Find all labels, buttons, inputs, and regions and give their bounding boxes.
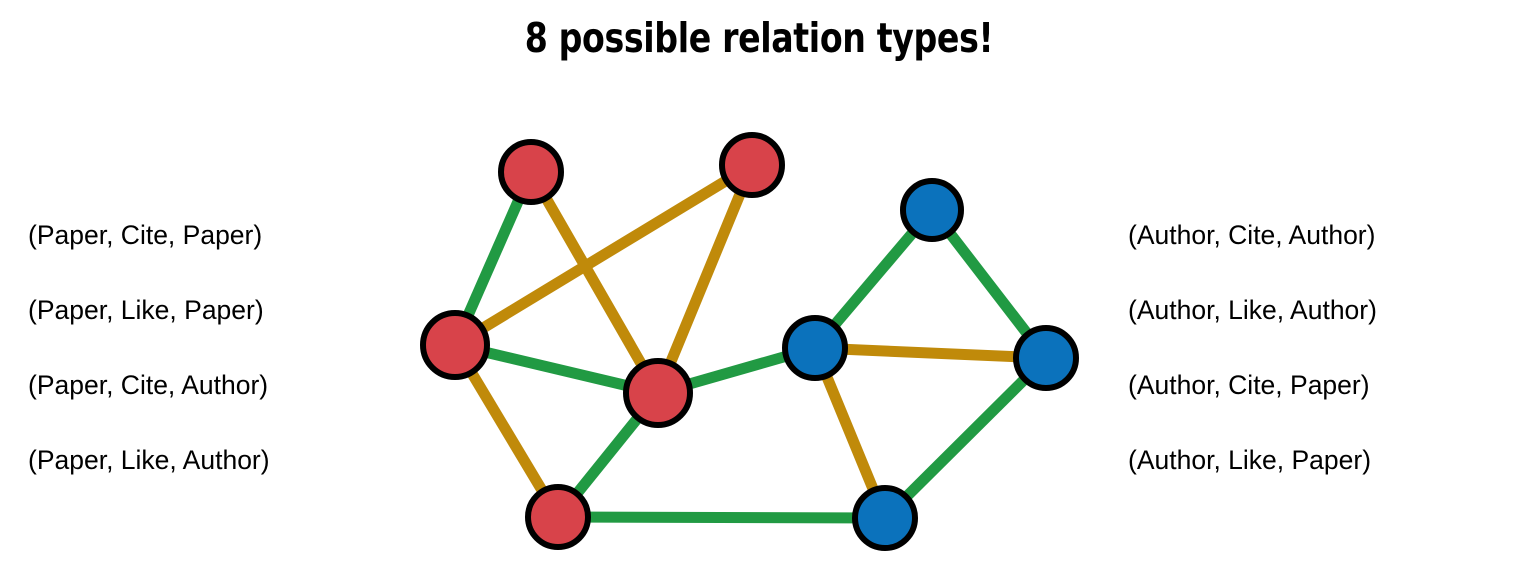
node-author-A4 xyxy=(852,485,918,551)
relation-label-paper-like-paper: (Paper, Like, Paper) xyxy=(28,295,264,325)
edge-cite-P1-P3 xyxy=(449,169,537,348)
relation-label-paper-cite-paper: (Paper, Cite, Paper) xyxy=(28,220,263,250)
edge-cite-P4-P5 xyxy=(553,389,663,521)
relation-label-author-like-paper: (Author, Like, Paper) xyxy=(1128,445,1372,475)
edge-cite-P5-A4 xyxy=(557,511,886,524)
page-title: 8 possible relation types! xyxy=(524,14,994,62)
edge-like-P1-P4 xyxy=(526,169,663,396)
edge-cite-P3-P4 xyxy=(453,339,660,399)
node-paper-P2 xyxy=(719,132,785,198)
edge-like-P2-P4 xyxy=(652,162,758,396)
relation-label-paper-cite-author: (Paper, Cite, Author) xyxy=(28,370,269,400)
relation-label-author-cite-paper: (Author, Cite, Paper) xyxy=(1128,370,1370,400)
edge-cite-A1-A3 xyxy=(927,206,1051,362)
edge-like-P2-P3 xyxy=(452,160,755,350)
relation-label-paper-like-author: (Paper, Like, Author) xyxy=(28,445,270,475)
relation-label-author-cite-author: (Author, Cite, Author) xyxy=(1128,220,1376,250)
edge-layer xyxy=(449,160,1051,524)
author-relation-label-column: (Author, Cite, Author) (Author, Like, Au… xyxy=(1128,222,1508,474)
relation-label-author-like-author: (Author, Like, Author) xyxy=(1128,295,1377,325)
node-paper-P5 xyxy=(525,484,591,550)
edge-like-A2-A4 xyxy=(809,345,891,521)
node-author-A1 xyxy=(900,178,964,242)
node-paper-P4 xyxy=(623,358,693,428)
edge-cite-A1-A2 xyxy=(810,206,937,352)
node-author-A2 xyxy=(782,315,848,381)
edge-like-A2-A3 xyxy=(814,342,1047,364)
edge-cite-P4-A2 xyxy=(656,342,817,399)
edge-cite-A3-A4 xyxy=(881,354,1050,522)
node-author-A3 xyxy=(1013,325,1079,391)
node-paper-P1 xyxy=(498,139,564,205)
node-layer xyxy=(420,132,1079,551)
node-paper-P3 xyxy=(420,310,490,380)
edge-like-P3-P5 xyxy=(450,342,563,520)
paper-relation-label-column: (Paper, Cite, Paper) (Paper, Like, Paper… xyxy=(28,222,428,474)
